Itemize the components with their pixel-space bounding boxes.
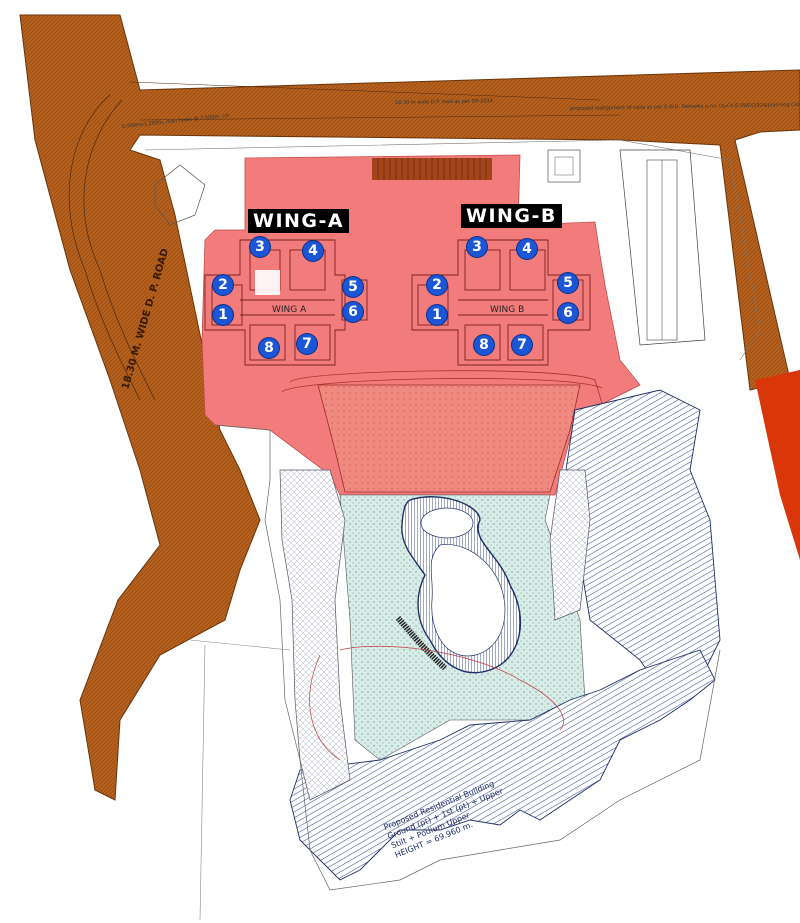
wing-a-unit-5: 5 — [343, 277, 363, 297]
wing-a-unit-6: 6 — [343, 302, 363, 322]
realignment-note: proposed realignment of nalla as per S.W… — [570, 101, 800, 112]
wing-b-inner-label: WING B — [490, 305, 524, 315]
wing-a-unit-3: 3 — [250, 237, 270, 257]
road-top-band — [19, 14, 800, 801]
wing-b-unit-5: 5 — [558, 273, 578, 293]
wing-a-unit-1: 1 — [213, 305, 233, 325]
wing-a-inner-label: WING A — [272, 305, 307, 315]
wing-b-unit-4: 4 — [517, 239, 537, 259]
wing-a-unit-7: 7 — [297, 334, 317, 354]
wing-b-label: WING-B — [461, 204, 562, 228]
wing-b-unit-6: 6 — [558, 303, 578, 323]
wing-b-unit-3: 3 — [467, 237, 487, 257]
wing-a-label: WING-A — [248, 209, 350, 233]
red-zone — [755, 370, 800, 560]
wing-b-unit-8: 8 — [474, 335, 494, 355]
road-top-label: 18.30 m wide D.P. road as per DP-2034 — [395, 98, 493, 106]
wing-b-unit-1: 1 — [427, 305, 447, 325]
wing-a-unit-8: 8 — [259, 338, 279, 358]
wing-b-unit-2: 2 — [427, 275, 447, 295]
wing-a-unit-2: 2 — [213, 275, 233, 295]
wing-a-unit-4: 4 — [303, 241, 323, 261]
wing-b-unit-7: 7 — [512, 335, 532, 355]
podium-bottom — [289, 649, 716, 881]
